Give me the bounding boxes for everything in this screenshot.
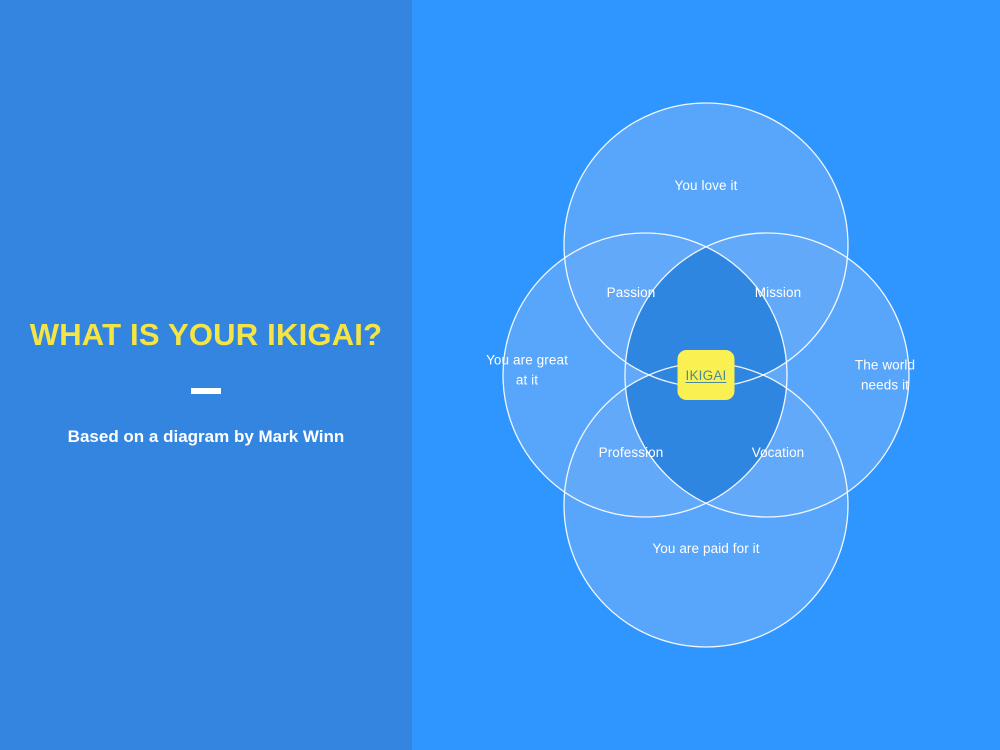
page-subtitle: Based on a diagram by Mark Winn	[67, 427, 345, 447]
venn-diagram: You love it You are great at it The worl…	[412, 0, 1000, 750]
venn-svg	[502, 102, 910, 648]
diagram-panel: You love it You are great at it The worl…	[412, 0, 1000, 750]
title-divider	[191, 388, 221, 395]
ikigai-center-label: IKIGAI	[685, 367, 727, 383]
title-block: WHAT IS YOUR IKIGAI? Based on a diagram …	[0, 317, 412, 447]
page-title: WHAT IS YOUR IKIGAI?	[29, 317, 383, 352]
ikigai-center-tile: IKIGAI	[677, 350, 735, 400]
left-title-panel: WHAT IS YOUR IKIGAI? Based on a diagram …	[0, 0, 412, 750]
